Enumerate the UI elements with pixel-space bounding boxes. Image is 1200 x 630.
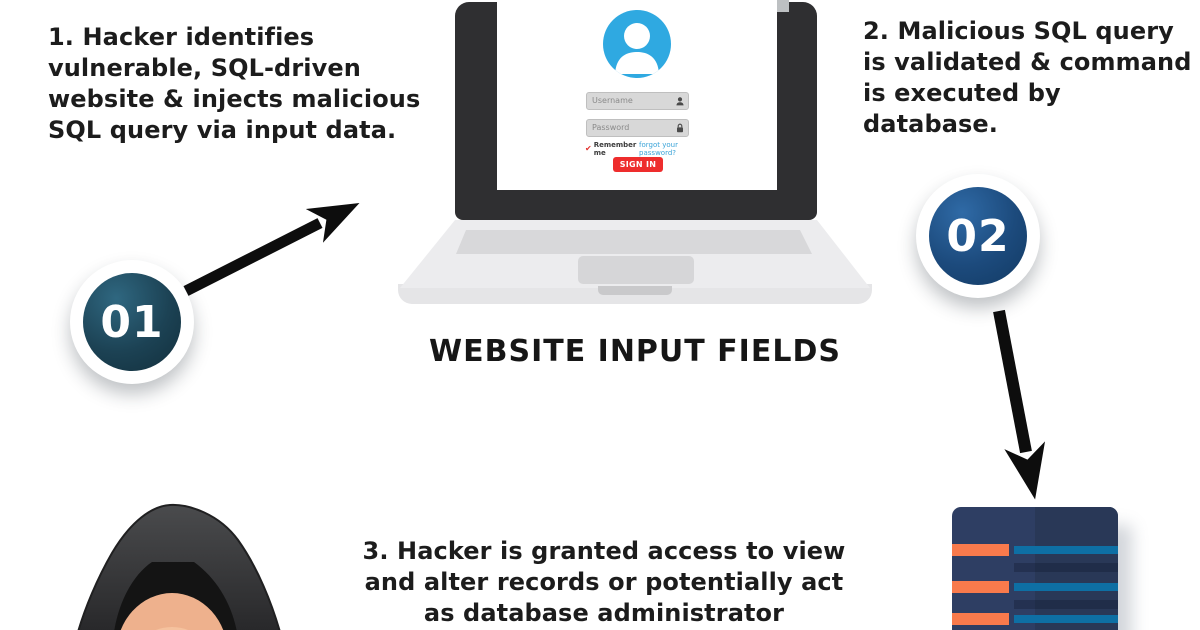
- hooded-hacker-icon: [77, 503, 281, 630]
- username-field[interactable]: Username: [586, 92, 689, 110]
- laptop-notch: [598, 286, 672, 295]
- step-3-description: 3. Hacker is granted access to view and …: [362, 537, 846, 627]
- password-field[interactable]: Password: [586, 119, 689, 137]
- server-teal-bar: [1014, 583, 1118, 591]
- arrow-step2-to-database: [993, 309, 1046, 500]
- step-02-badge-number: 02: [929, 187, 1027, 285]
- username-placeholder: Username: [592, 96, 633, 105]
- password-placeholder: Password: [592, 123, 630, 132]
- step-01-badge: 01: [70, 260, 194, 384]
- server-slot: [1014, 563, 1118, 572]
- user-icon: [676, 97, 684, 106]
- laptop-caption: WEBSITE INPUT FIELDS: [429, 334, 841, 369]
- check-icon[interactable]: ✔: [585, 144, 592, 153]
- remember-me-label[interactable]: Remember me: [593, 141, 637, 157]
- server-orange-bar: [952, 544, 1009, 556]
- laptop-touchpad: [578, 256, 694, 284]
- database-server-icon: [952, 507, 1118, 630]
- hacker-forehead: [155, 627, 189, 630]
- server-orange-bar: [952, 613, 1009, 625]
- step-2-description: 2. Malicious SQL query is validated & co…: [863, 17, 1192, 138]
- step-1-description: 1. Hacker identifies vulnerable, SQL-dri…: [48, 23, 421, 144]
- laptop-screen-login-form: Username Password ✔ Remember me forgot y…: [497, 0, 777, 190]
- step-02-badge: 02: [916, 174, 1040, 298]
- server-right-panel: [1035, 507, 1118, 630]
- server-teal-bar: [1014, 615, 1118, 623]
- step-01-badge-number: 01: [83, 273, 181, 371]
- server-orange-bar: [952, 581, 1009, 593]
- sign-in-button[interactable]: SIGN IN: [613, 157, 663, 172]
- user-avatar-icon: [603, 10, 671, 78]
- remember-forgot-row: ✔ Remember me forgot your password?: [585, 141, 701, 157]
- hacker-face: [120, 593, 224, 630]
- forgot-password-link[interactable]: forgot your password?: [639, 141, 678, 157]
- arrow-step1-to-laptop: [183, 202, 360, 296]
- lock-icon: [677, 123, 683, 133]
- laptop-base: [398, 220, 872, 304]
- laptop-keyboard: [456, 230, 812, 254]
- server-slot: [1014, 600, 1118, 609]
- laptop-bezel-corner: [777, 0, 789, 12]
- server-teal-bar: [1014, 546, 1118, 554]
